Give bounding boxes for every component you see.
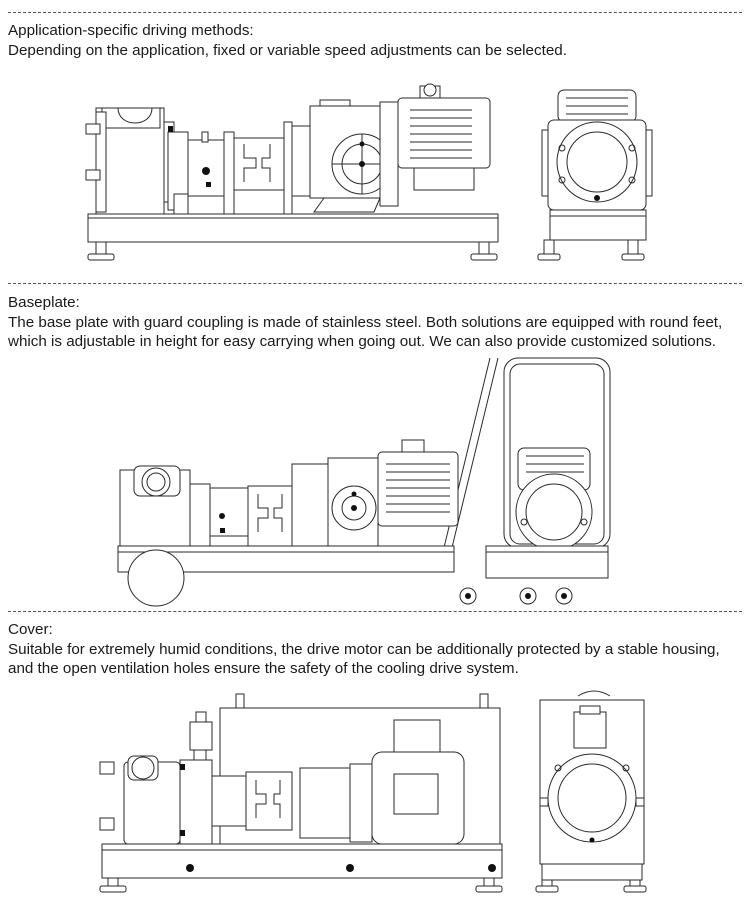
pump-covered-side-view-drawing: [94, 690, 514, 896]
pump-front-view-drawing: [538, 80, 658, 270]
pump-covered-front-view-drawing: [536, 688, 650, 898]
section-body: The base plate with guard coupling is ma…: [8, 313, 723, 351]
section-body: Suitable for extremely humid conditions,…: [8, 640, 720, 678]
section-heading: Cover:: [8, 621, 53, 638]
section-driving-methods: Application-specific driving methods: De…: [8, 21, 738, 60]
section-baseplate: Baseplate: The base plate with guard cou…: [8, 293, 738, 352]
section-heading: Application-specific driving methods:: [8, 22, 254, 39]
section-divider: [8, 283, 742, 284]
pump-on-trolley-drawing: [112, 352, 622, 606]
section-divider-top: [8, 12, 742, 13]
section-cover: Cover: Suitable for extremely humid cond…: [8, 620, 738, 679]
pump-side-view-drawing: [84, 78, 504, 270]
section-divider: [8, 611, 742, 612]
section-body: Depending on the application, fixed or v…: [8, 41, 567, 59]
section-heading: Baseplate:: [8, 294, 80, 311]
